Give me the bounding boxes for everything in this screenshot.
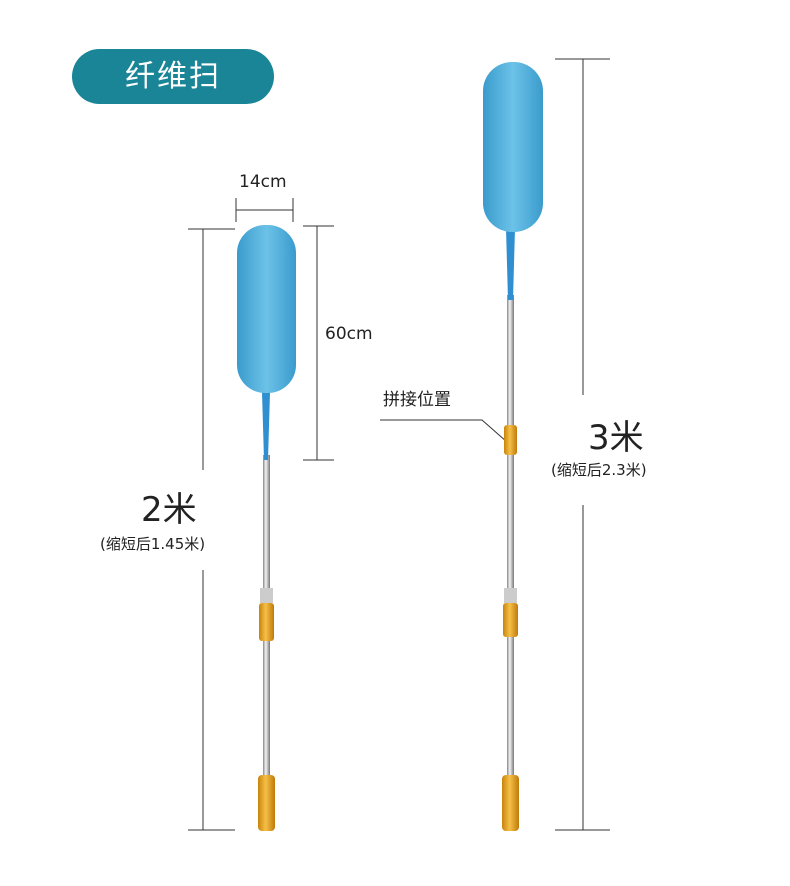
duster-short [237, 225, 296, 831]
short-retracted-label: (缩短后1.45米) [100, 535, 206, 553]
head-length-label: 60cm [325, 324, 373, 344]
dimension-lines [188, 58, 610, 831]
duster-long [483, 62, 543, 831]
long-length-label: 3米 [588, 418, 644, 458]
title-badge: 纤维扫 [72, 49, 274, 104]
head-width-label: 14cm [239, 172, 287, 192]
joint-label: 拼接位置 [383, 390, 451, 410]
short-length-label: 2米 [141, 490, 197, 530]
long-retracted-label: (缩短后2.3米) [551, 461, 647, 479]
